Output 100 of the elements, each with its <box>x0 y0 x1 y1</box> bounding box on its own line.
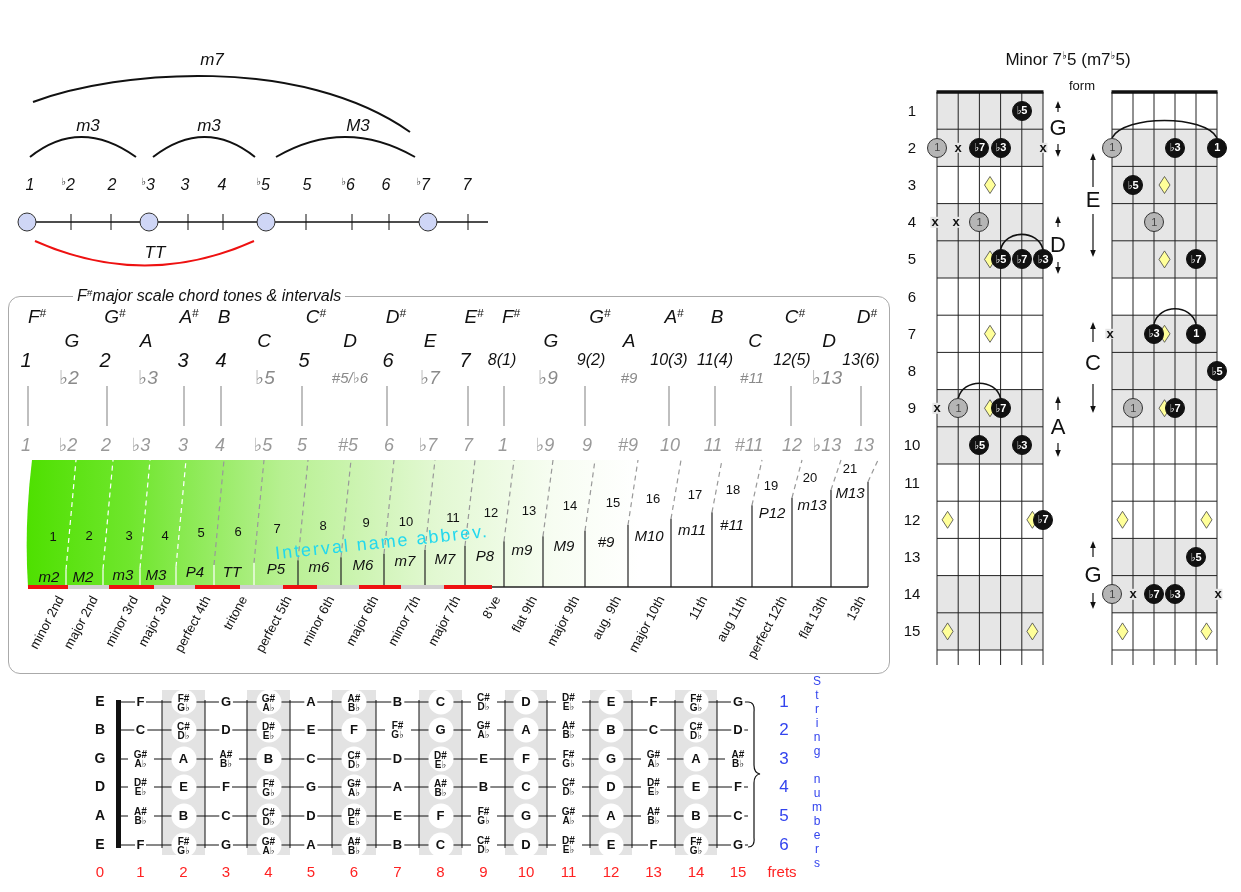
note-name: B <box>217 306 231 328</box>
note-name: F# G♭ <box>555 749 582 769</box>
note-name: D# E♭ <box>127 777 154 797</box>
interval-number: 7 <box>463 436 473 456</box>
note-name: A# B♭ <box>555 720 582 740</box>
mute-mark: x <box>1128 589 1138 600</box>
panel-heading: F$^{#}$major scale chord tones & intervals <box>73 286 346 306</box>
note-name: D# E♭ <box>640 777 667 797</box>
string-number: 4 <box>779 777 789 797</box>
scale-degree: #9 <box>620 369 638 387</box>
string-number: 2 <box>779 720 789 740</box>
open-string-note: D <box>94 779 106 795</box>
fret-number: 13 <box>645 863 662 881</box>
interval-label: m3 <box>197 116 221 136</box>
note-name: G# A♭ <box>640 749 667 769</box>
note-name: A# B♭ <box>127 806 154 826</box>
interval-number: ♭2 <box>58 436 78 456</box>
interval-name: major 6th <box>343 593 382 649</box>
fret-number: 1 <box>907 102 917 119</box>
fret-number: 2 <box>907 139 917 157</box>
scale-degree: ♭13 <box>811 367 843 389</box>
note-name: C <box>257 330 271 352</box>
scale-degree: 8(1) <box>487 351 517 369</box>
form-letter: C <box>1085 350 1101 376</box>
note-dot: ♭3 <box>1033 249 1053 270</box>
scale-degree: 11(4) <box>696 351 734 369</box>
fret-number: 4 <box>907 213 917 231</box>
scale-degree: 13(6) <box>842 351 880 369</box>
scale-degree: 7 <box>462 176 472 194</box>
note-name: C# D♭ <box>470 835 497 855</box>
note-name: A# B♭ <box>213 749 239 769</box>
note-dot: 1 <box>1102 584 1122 605</box>
scale-degree: $^{♭}$6 <box>341 176 355 194</box>
note-name: C <box>748 330 762 352</box>
note-name: D$^{#}$ <box>856 306 878 328</box>
scale-degree: 12(5) <box>773 351 811 369</box>
interval-name: flat 13th <box>795 593 831 642</box>
note-name: D <box>343 330 357 352</box>
scale-degree: 4 <box>215 349 227 371</box>
interval-number: ♭3 <box>131 436 151 456</box>
interval-number: ♭7 <box>418 436 438 456</box>
interval-number: ♭9 <box>535 436 555 456</box>
interval-number: 13 <box>854 436 874 456</box>
mute-mark: x <box>953 142 963 153</box>
interval-number: 2 <box>101 436 111 456</box>
interval-name: 8've <box>479 593 504 622</box>
string-number: 6 <box>779 835 789 855</box>
fret-number: 2 <box>179 863 188 881</box>
interval-name: minor 7th <box>385 593 424 649</box>
interval-label: m7 <box>200 50 224 70</box>
form-label: form <box>1069 78 1095 94</box>
arc-connector <box>1153 308 1197 325</box>
fret-number: 6 <box>349 863 359 881</box>
note-name: G# A♭ <box>470 720 497 740</box>
scale-degree: 10(3) <box>650 351 688 369</box>
interval-name: flat 9th <box>509 593 541 635</box>
scale-degree: ♭7 <box>420 367 440 389</box>
scale-degree: 7 <box>459 349 471 371</box>
fret-number: 4 <box>264 863 273 881</box>
fret-number: 10 <box>517 863 535 881</box>
note-name: E <box>423 330 437 352</box>
scale-degree: #11 <box>740 369 764 387</box>
scale-degree: 2 <box>107 176 117 194</box>
note-dot: ♭5 <box>1207 361 1227 381</box>
note-name: A$^{#}$ <box>664 306 684 328</box>
scale-degree: 1 <box>20 349 32 371</box>
interval-number: #5 <box>338 436 358 456</box>
scale-degree: 5 <box>302 176 312 194</box>
scale-degree: 5 <box>298 349 310 371</box>
note-name: A$^{#}$ <box>179 306 199 328</box>
interval-number: 3 <box>178 436 188 456</box>
interval-number: 6 <box>384 436 394 456</box>
scale-degree: $^{♭}$2 <box>61 176 75 194</box>
scale-degree: 1 <box>25 176 35 194</box>
note-name: G$^{#}$ <box>589 306 611 328</box>
form-letter: G <box>1049 115 1067 141</box>
note-name: G# A♭ <box>127 749 154 769</box>
interval-number: ♭5 <box>253 436 273 456</box>
fret-number: 14 <box>687 863 705 881</box>
string-number: 1 <box>779 692 789 712</box>
scale-degree: 9(2) <box>576 351 606 369</box>
note-name: C$^{#}$ <box>305 306 327 328</box>
string-number: 3 <box>779 749 789 769</box>
note-name: D <box>822 330 836 352</box>
interval-label: TT <box>144 243 166 263</box>
interval-name: minor 6th <box>299 593 338 649</box>
note-dot: 1 <box>1102 137 1122 158</box>
interval-name: aug 11th <box>714 593 751 645</box>
note-name: G <box>543 330 559 352</box>
fret-number: 5 <box>306 863 316 881</box>
scale-degree: 6 <box>382 349 394 371</box>
fret-number: 1 <box>136 863 145 881</box>
fret-number: 6 <box>907 288 917 305</box>
fret-number: 8 <box>907 362 917 380</box>
note-name: C$^{#}$ <box>784 306 806 328</box>
chart-title: Minor 7$^{♭}$5 (m7$^{♭}$5) <box>1005 50 1131 70</box>
interval-number: 11 <box>703 436 723 456</box>
fret-number: 3 <box>907 176 917 194</box>
open-string-note: E <box>95 837 105 853</box>
note-name: G$^{#}$ <box>104 306 126 328</box>
